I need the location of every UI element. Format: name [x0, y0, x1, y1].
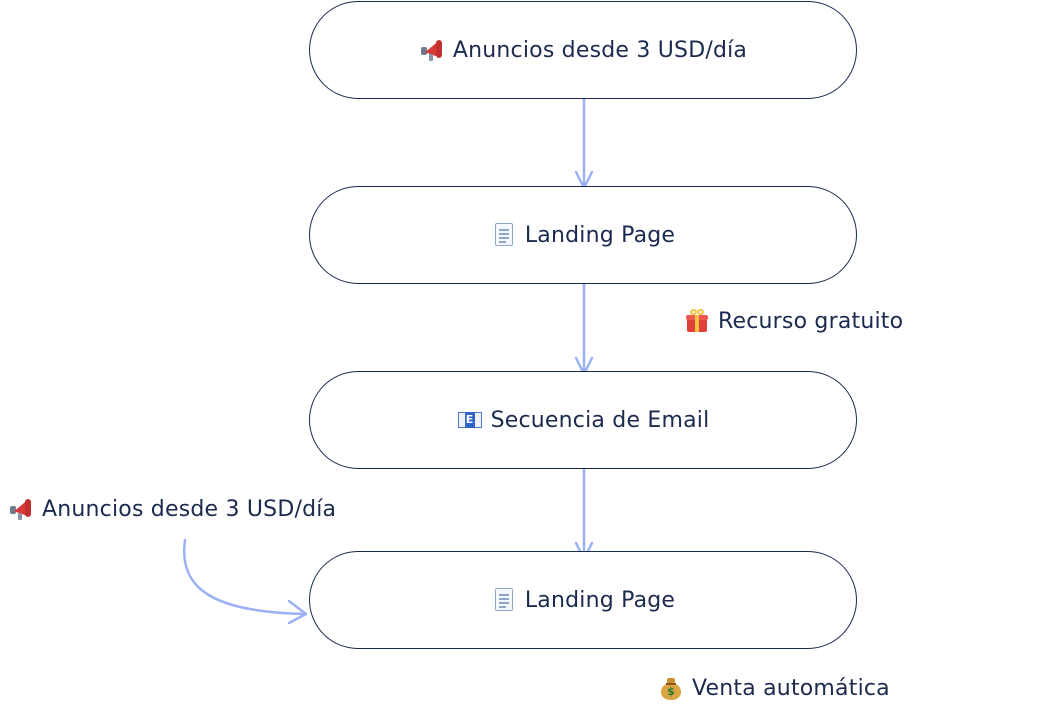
megaphone-icon	[419, 37, 445, 63]
annotation-automatic-sale: $ Venta automática	[658, 675, 890, 701]
annotation-free-resource: Recurso gratuito	[684, 308, 903, 334]
document-icon	[491, 587, 517, 613]
flow-node-landing-page[interactable]: Landing Page	[309, 186, 857, 284]
annotation-label: Venta automática	[692, 675, 890, 701]
flow-node-email-sequence[interactable]: E Secuencia de Email	[309, 371, 857, 469]
flow-node-label: Secuencia de Email	[490, 407, 710, 433]
flow-node-label: Landing Page	[524, 587, 676, 613]
connector-curve-ads	[182, 538, 307, 616]
flow-node-label: Landing Page	[524, 222, 676, 248]
gift-icon	[684, 308, 710, 334]
flow-node-ads[interactable]: Anuncios desde 3 USD/día	[309, 1, 857, 99]
megaphone-icon	[8, 496, 34, 522]
moneybag-icon: $	[658, 675, 684, 701]
connector-arrowhead-curve	[287, 599, 308, 625]
document-icon	[491, 222, 517, 248]
annotation-label: Recurso gratuito	[718, 308, 904, 334]
email-icon: E	[457, 407, 483, 433]
annotation-label: Anuncios desde 3 USD/día	[42, 496, 337, 522]
annotation-ads: Anuncios desde 3 USD/día	[8, 496, 336, 522]
flow-node-label: Anuncios desde 3 USD/día	[452, 37, 748, 63]
flow-node-landing-page-sales[interactable]: Landing Page	[309, 551, 857, 649]
